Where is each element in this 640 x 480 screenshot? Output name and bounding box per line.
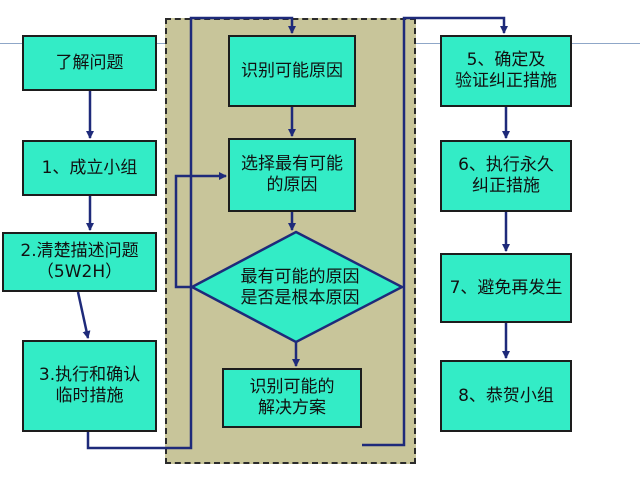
identify-solutions-label: 识别可能的 解决方案 [249,377,335,418]
identify-solutions-box: 识别可能的 解决方案 [222,368,362,428]
describe-problem-box: 2.清楚描述问题 （5W2H） [2,232,157,292]
permanent-corrective-action-label: 6、执行永久 纠正措施 [458,155,554,196]
arrow-describe-to-interim [76,291,91,339]
root-cause-decision-label: 最有可能的原因 是否是根本原因 [240,267,360,308]
identify-causes-label: 识别可能原因 [241,60,343,81]
understand-problem-box: 了解问题 [22,35,157,91]
verify-corrective-action-box: 5、确定及 验证纠正措施 [440,35,572,107]
congratulate-team-box: 8、恭贺小组 [440,360,572,432]
form-team-label: 1、成立小组 [41,157,138,178]
select-cause-label: 选择最有可能 的原因 [241,154,343,195]
congratulate-team-label: 8、恭贺小组 [458,385,554,406]
select-cause-box: 选择最有可能 的原因 [228,138,356,212]
arrow-decision-loop-back [174,172,227,289]
describe-problem-label: 2.清楚描述问题 （5W2H） [20,241,139,282]
form-team-box: 1、成立小组 [22,140,157,196]
interim-action-label: 3.执行和确认 临时措施 [38,365,141,406]
arrow-solutions-to-verify [362,16,508,447]
interim-action-box: 3.执行和确认 临时措施 [22,340,157,432]
understand-problem-label: 了解问题 [55,52,124,73]
identify-causes-box: 识别可能原因 [228,35,356,107]
arrow-interim-to-identify-causes [86,16,296,450]
permanent-corrective-action-box: 6、执行永久 纠正措施 [440,140,572,212]
verify-corrective-action-label: 5、确定及 验证纠正措施 [455,50,557,91]
prevent-recurrence-label: 7、避免再发生 [449,277,563,298]
prevent-recurrence-box: 7、避免再发生 [440,253,572,323]
